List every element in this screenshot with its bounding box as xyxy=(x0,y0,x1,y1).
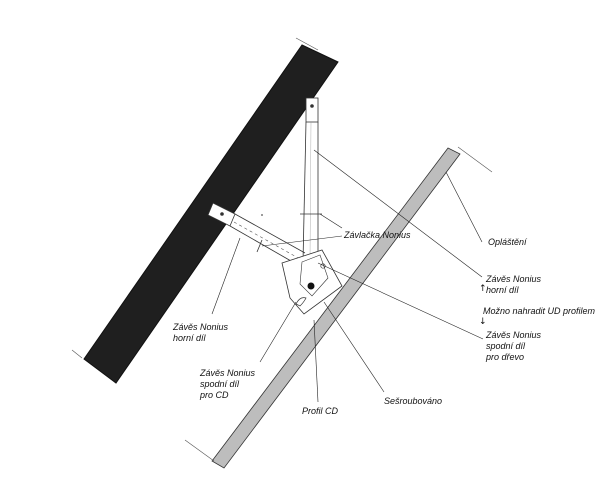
leader-zaves-spodni-cd xyxy=(259,301,297,363)
arrow-up-icon: ↑ xyxy=(479,284,487,294)
label-zaves-spodni-drevo: Závěs Nonius spodní díl pro dřevo xyxy=(486,330,541,363)
board-end-mark-bottom xyxy=(184,439,215,462)
hanger-diagonal-dashes xyxy=(233,221,301,260)
rafter-end-mark-top xyxy=(295,37,319,51)
label-zaves-horni-right: Závěs Nonius horní díl xyxy=(486,274,541,296)
label-line: Závěs Nonius xyxy=(486,330,542,340)
leader-zaves-horni-left xyxy=(211,237,241,315)
leader-zaves-horni-right xyxy=(313,149,483,278)
label-oplasteni: Opláštění xyxy=(488,237,527,247)
drawing-speck xyxy=(261,214,263,216)
hanger-pin xyxy=(307,282,315,290)
board-end-mark-top xyxy=(457,146,493,173)
label-line: Závěs Nonius xyxy=(173,322,229,332)
label-zaves-horni-left: Závěs Nonius horní díl xyxy=(173,322,228,344)
label-mozno-nahradit: Možno nahradit UD profilem xyxy=(483,306,596,316)
label-line: pro CD xyxy=(200,390,229,400)
label-profil-cd: Profil CD xyxy=(302,406,339,416)
leader-oplasteni xyxy=(445,171,483,243)
label-line: Závěs Nonius xyxy=(200,368,256,378)
label-sesroubovano: Sešroubováno xyxy=(384,396,443,406)
cotter-pin-mark-diagonal xyxy=(256,239,263,253)
rafter-end-mark-bottom xyxy=(71,349,83,359)
hanger-vertical-shade xyxy=(309,121,312,261)
arrow-down-icon: ↓ xyxy=(479,317,487,327)
label-line: pro dřevo xyxy=(486,352,525,362)
leader-zavlacka-b xyxy=(261,235,343,247)
hanger-vertical-left-edge xyxy=(302,121,307,263)
label-zaves-spodni-cd: Závěs Nonius spodní díl pro CD xyxy=(200,368,255,401)
leader-zavlacka-a xyxy=(319,213,343,229)
hanger-upper-vertical-plate xyxy=(305,97,319,123)
label-line: horní díl xyxy=(486,285,519,295)
hanger-upper-vertical-hole xyxy=(310,104,314,108)
leader-sesroubovano xyxy=(323,301,385,393)
hanger-diagonal-top-edge xyxy=(234,213,306,254)
leader-profil-cd xyxy=(313,319,319,403)
sheathing-board xyxy=(211,147,461,469)
leader-zaves-spodni-drevo xyxy=(317,262,484,340)
label-zavlacka-nonius: Závlačka Nonius xyxy=(344,230,411,240)
hanger-upper-diagonal-hole xyxy=(220,212,224,216)
hanger-hook xyxy=(295,297,307,307)
label-line: Závěs Nonius xyxy=(486,274,542,284)
label-line: horní díl xyxy=(173,333,206,343)
label-line: spodní díl xyxy=(200,379,240,389)
label-line: spodní díl xyxy=(486,341,526,351)
